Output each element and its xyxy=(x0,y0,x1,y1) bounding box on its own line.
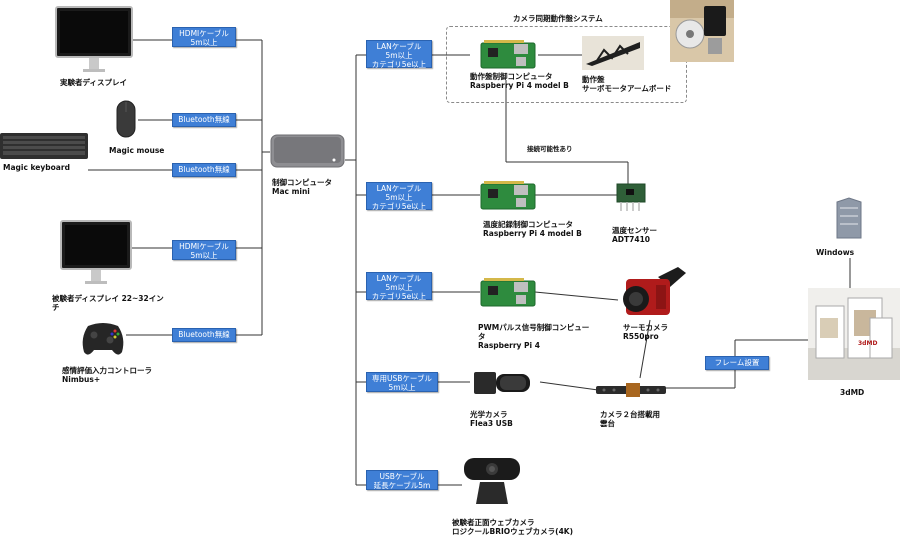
keyboard-icon xyxy=(0,133,88,159)
servo-board-line2: サーボモータアームボード xyxy=(582,84,672,93)
subject-display-icon xyxy=(60,220,132,286)
camera-mount-label: カメラ２台搭載用 雲台 xyxy=(600,410,660,428)
booth-sign: 3dMD xyxy=(858,340,878,347)
pi-motion-label: 動作盤制御コンピュータ Raspberry Pi 4 model B xyxy=(470,72,569,90)
cable-tag-line1: Bluetooth無線 xyxy=(178,115,230,124)
servo-board-icon xyxy=(582,36,644,70)
camera-mount-icon xyxy=(596,382,666,397)
cable-tag-line2: 5m以上 xyxy=(190,38,218,47)
pi-temp-line2: Raspberry Pi 4 model B xyxy=(483,229,582,238)
cable-tag-line2: 延長ケーブル5m xyxy=(373,481,431,490)
raspberry-pi-icon xyxy=(480,40,536,70)
experimenter-display-icon xyxy=(55,6,133,74)
pi-pwm-line1: PWMパルス信号制御コンピュー xyxy=(478,323,590,332)
cable-tag-line3: カテゴリ5e以上 xyxy=(371,292,427,301)
cable-tag-line1: LANケーブル xyxy=(376,42,422,51)
cable-tag-line2: 5m以上 xyxy=(385,283,413,292)
optical-camera-icon xyxy=(470,362,540,402)
windows-link-line xyxy=(849,258,851,288)
cable-tag-line1: Bluetooth無線 xyxy=(178,165,230,174)
controller-icon xyxy=(80,318,126,358)
cable-tag-line2: 5m以上 xyxy=(385,51,413,60)
cable-tag-line2: 5m以上 xyxy=(190,251,218,260)
pi-motion-line1: 動作盤制御コンピュータ xyxy=(470,72,553,81)
3dmd-booth-photo: 3dMD xyxy=(808,288,900,380)
cable-tag-usb-dedicated: 専用USBケーブル 5m以上 xyxy=(366,372,438,392)
thermo-camera-line1: サーモカメラ xyxy=(623,323,668,332)
cable-tag-line1: HDMIケーブル xyxy=(179,29,229,38)
keyboard-label: Magic keyboard xyxy=(3,163,70,172)
pi-pwm-label: PWMパルス信号制御コンピュー タ Raspberry Pi 4 xyxy=(478,323,589,350)
servo-board-label: 動作盤 サーボモータアームボード xyxy=(582,75,671,93)
cable-tag-bluetooth-1: Bluetooth無線 xyxy=(172,113,236,127)
controller-label: 感情評価入力コントローラ Nimbus+ xyxy=(62,366,152,384)
frame-install-tag: フレーム設置 xyxy=(705,356,769,370)
windows-server-icon xyxy=(835,196,863,240)
servo-board-line1: 動作盤 xyxy=(582,75,605,84)
cable-tag-line2: 5m以上 xyxy=(385,193,413,202)
optical-camera-line2: Flea3 USB xyxy=(470,419,513,428)
controller-label-line2: Nimbus+ xyxy=(62,375,101,384)
cable-tag-line3: カテゴリ5e以上 xyxy=(371,202,427,211)
optical-camera-line1: 光学カメラ xyxy=(470,410,508,419)
pi-temp-line1: 温度記録制御コンピュータ xyxy=(483,220,573,229)
cable-tag-line2: 5m以上 xyxy=(388,383,416,392)
experimenter-display-label: 実験者ディスプレイ xyxy=(60,78,127,87)
temp-sensor-line1: 温度センサー xyxy=(612,226,657,235)
mouse-label: Magic mouse xyxy=(109,146,165,155)
pi-pwm-line3: Raspberry Pi 4 xyxy=(478,341,540,350)
cable-tag-lan-3: LANケーブル 5m以上 カテゴリ5e以上 xyxy=(366,272,432,301)
cable-tag-lan-2: LANケーブル 5m以上 カテゴリ5e以上 xyxy=(366,182,432,211)
cable-tag-hdmi-2: HDMIケーブル 5m以上 xyxy=(172,240,236,260)
cable-tag-bluetooth-3: Bluetooth無線 xyxy=(172,328,236,342)
cable-tag-line1: HDMIケーブル xyxy=(179,242,229,251)
hub-label: 制御コンピュータ Mac mini xyxy=(272,178,332,196)
cable-tag-line1: USBケーブル xyxy=(379,472,425,481)
cable-tag-line1: LANケーブル xyxy=(376,274,422,283)
webcam-label: 被験者正面ウェブカメラ ロジクールBRIOウェブカメラ(4K) xyxy=(452,518,573,536)
hub-name: 制御コンピュータ xyxy=(272,178,332,187)
servo-arm-photo xyxy=(670,0,734,62)
cable-tag-hdmi-1: HDMIケーブル 5m以上 xyxy=(172,27,236,47)
webcam-icon xyxy=(462,456,522,508)
thermo-camera-label: サーモカメラ R550pro xyxy=(623,323,668,341)
cable-tag-line1: LANケーブル xyxy=(376,184,422,193)
subject-display-label-line1: 被験者ディスプレイ 22~32イン xyxy=(52,294,164,303)
webcam-line1: 被験者正面ウェブカメラ xyxy=(452,518,535,527)
temperature-sensor-icon xyxy=(616,183,646,213)
hub-model: Mac mini xyxy=(272,187,310,196)
frame-tag-text: フレーム設置 xyxy=(714,358,760,367)
raspberry-pi-icon xyxy=(480,278,536,308)
thermo-camera-line2: R550pro xyxy=(623,332,659,341)
subject-display-label: 被験者ディスプレイ 22~32イン チ xyxy=(52,294,164,312)
pi-pwm-line2: タ xyxy=(478,332,486,341)
pi-motion-line2: Raspberry Pi 4 model B xyxy=(470,81,569,90)
temp-sensor-label: 温度センサー ADT7410 xyxy=(612,226,657,244)
cable-tag-line3: カテゴリ5e以上 xyxy=(371,60,427,69)
cable-tag-bluetooth-2: Bluetooth無線 xyxy=(172,163,236,177)
cable-tag-lan-1: LANケーブル 5m以上 カテゴリ5e以上 xyxy=(366,40,432,69)
cable-tag-line1: Bluetooth無線 xyxy=(178,330,230,339)
temp-sensor-line2: ADT7410 xyxy=(612,235,651,244)
camera-mount-line1: カメラ２台搭載用 xyxy=(600,410,660,419)
camera-sync-system-box xyxy=(446,26,687,103)
webcam-line2: ロジクールBRIOウェブカメラ(4K) xyxy=(452,527,574,536)
connect-note: 接続可能性あり xyxy=(527,145,573,153)
pi-temp-label: 温度記録制御コンピュータ Raspberry Pi 4 model B xyxy=(483,220,582,238)
camera-sync-system-title: カメラ同期動作盤システム xyxy=(513,14,603,23)
raspberry-pi-icon xyxy=(480,181,536,211)
camera-mount-line2: 雲台 xyxy=(600,419,615,428)
cable-tag-usb-extension: USBケーブル 延長ケーブル5m xyxy=(366,470,438,490)
controller-label-line1: 感情評価入力コントローラ xyxy=(62,366,152,375)
optical-camera-label: 光学カメラ Flea3 USB xyxy=(470,410,513,428)
subject-display-label-line2: チ xyxy=(52,303,60,312)
booth-label: 3dMD xyxy=(840,388,865,397)
windows-label: Windows xyxy=(816,248,855,257)
mac-mini-icon xyxy=(270,134,345,170)
mouse-icon xyxy=(116,100,136,138)
cable-tag-line1: 専用USBケーブル xyxy=(372,374,432,383)
thermo-camera-icon xyxy=(618,265,688,320)
